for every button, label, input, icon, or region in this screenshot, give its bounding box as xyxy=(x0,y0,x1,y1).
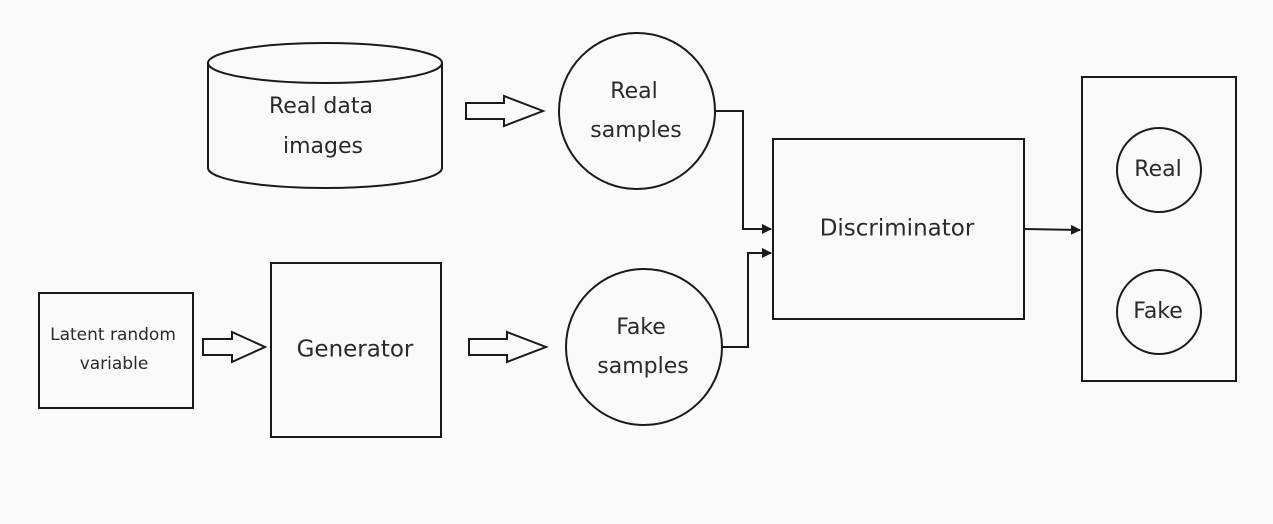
generator-box: Generator xyxy=(270,262,442,438)
generator-label: Generator xyxy=(297,337,414,363)
real-samples-circle: Real samples xyxy=(558,32,716,190)
connector-discriminator-to-output xyxy=(1023,224,1081,235)
output-box: Real Fake xyxy=(1081,76,1237,382)
latent-label-line2: variable xyxy=(80,354,149,374)
fake-samples-label-line2: samples xyxy=(597,354,688,379)
fake-samples-circle: Fake samples xyxy=(565,268,723,426)
arrow-generator-to-fake-samples xyxy=(468,330,549,364)
connector-fake-samples-to-discriminator xyxy=(722,248,772,348)
output-fake-label: Fake xyxy=(1133,299,1183,324)
fake-samples-label-line1: Fake xyxy=(616,315,666,340)
real-data-label-line1: Real data xyxy=(269,94,373,119)
discriminator-label: Discriminator xyxy=(820,216,975,242)
discriminator-box: Discriminator xyxy=(772,138,1025,320)
real-samples-label-line1: Real xyxy=(610,79,657,104)
arrow-real-data-to-real-samples xyxy=(465,94,546,128)
latent-variable-box: Latent random variable xyxy=(38,292,194,409)
real-data-label-line2: images xyxy=(283,134,363,159)
real-samples-label-line2: samples xyxy=(590,118,681,143)
arrow-latent-to-generator xyxy=(202,330,268,364)
real-data-cylinder: Real data images xyxy=(207,42,443,189)
connector-real-samples-to-discriminator xyxy=(715,110,772,234)
latent-label-line1: Latent random xyxy=(50,325,176,345)
output-real-label: Real xyxy=(1134,157,1181,182)
